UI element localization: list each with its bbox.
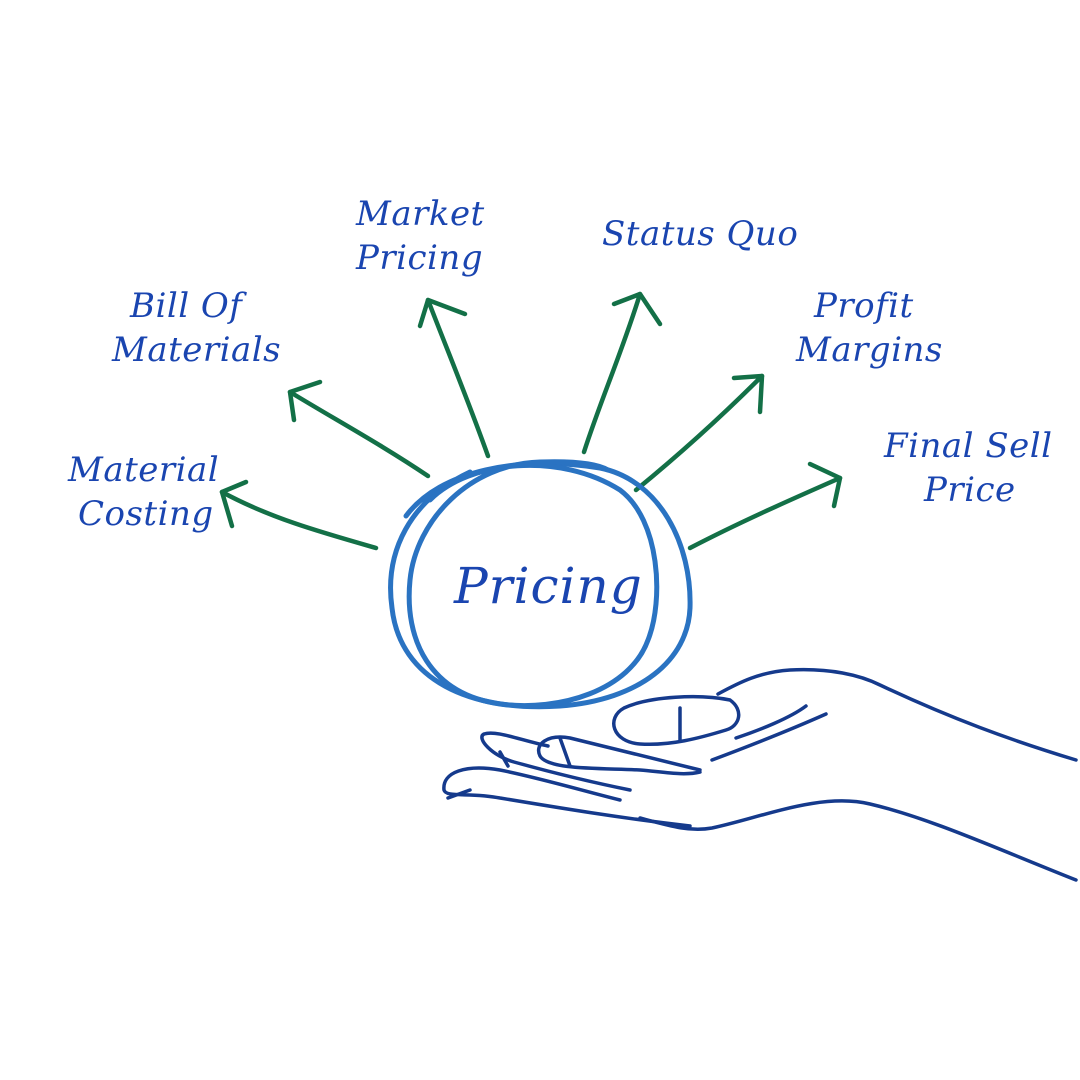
arrow-bill-of-materials	[287, 379, 431, 479]
arrow-status-quo	[581, 291, 663, 455]
arrow-market-pricing	[417, 297, 491, 459]
label-line: Final Sell	[884, 426, 1053, 466]
arrow-profit-margins	[633, 373, 765, 493]
label-line: Materials	[112, 330, 282, 370]
open-palm-hand-icon	[442, 667, 1078, 882]
arrow-final-sell-price	[687, 461, 843, 551]
label-line: Market	[356, 194, 485, 234]
label-line: Status Quo	[602, 214, 799, 254]
label-status-quo: Status Quo	[602, 212, 798, 256]
scribble-circle-icon	[388, 459, 693, 710]
label-line: Costing	[78, 494, 214, 534]
label-line: Margins	[796, 330, 943, 370]
arrows-group	[219, 291, 843, 551]
label-line: Price	[924, 470, 1016, 510]
label-material-costing: Material Costing	[68, 448, 219, 536]
label-line: Bill Of	[130, 286, 243, 326]
arrow-material-costing	[219, 479, 379, 551]
label-line: Material	[68, 450, 220, 490]
center-label-pricing: Pricing	[454, 557, 643, 615]
label-final-sell-price: Final Sell Price	[884, 424, 1052, 512]
label-profit-margins: Profit Margins	[796, 284, 943, 372]
label-bill-of-materials: Bill Of Materials	[112, 284, 281, 372]
label-line: Pricing	[356, 238, 484, 278]
label-market-pricing: Market Pricing	[356, 192, 485, 280]
label-line: Profit	[814, 286, 914, 326]
